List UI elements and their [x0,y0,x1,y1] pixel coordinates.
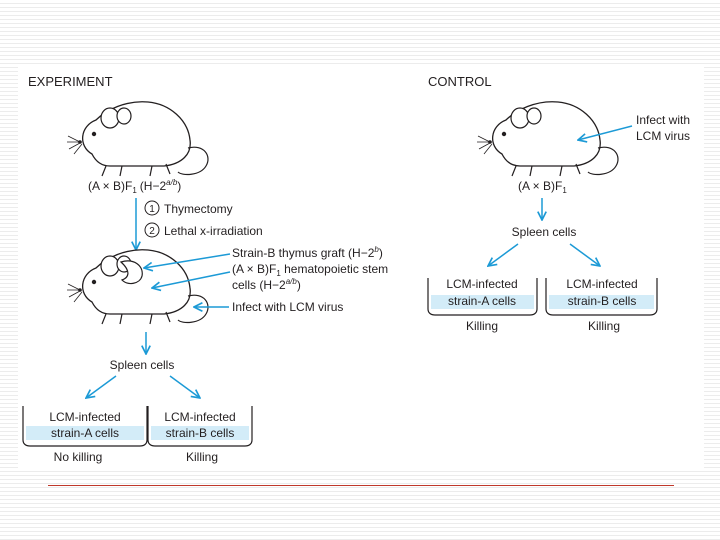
experiment-header: EXPERIMENT [28,74,113,89]
control-dish-b [545,278,658,316]
graft-line-1: Strain-B thymus graft (H−2b) [232,245,383,260]
experiment-result-b: Killing [186,450,218,464]
step2-number: 2 [149,226,155,237]
experiment-mouse-label: (A × B)F1(H−2a/b) [88,178,181,195]
control-spleen-cells: Spleen cells [512,225,577,239]
footer-rule [48,485,674,486]
step1-number: 1 [149,204,155,215]
experiment-dish-a-line2: strain-A cells [51,426,119,440]
thymus-graft [119,260,143,285]
experiment-arrow-right [169,375,200,398]
experiment-dish-a [22,406,148,447]
experiment-arrow-left [86,375,117,398]
control-dish-a-line1: LCM-infected [446,277,517,291]
experiment-dish-b-line1: LCM-infected [164,410,235,424]
figure-panel: EXPERIMENT (A × B)F1(H−2a/b) 1 Thymectom… [18,66,704,470]
graft-arrow [144,253,231,268]
control-result-b: Killing [588,319,620,333]
control-dish-b-line2: strain-B cells [568,294,637,308]
control-arrow-right [569,243,600,266]
control-infect-line1: Infect with [636,113,690,127]
experiment-spleen-cells: Spleen cells [110,358,175,372]
control-arrow-left [488,243,519,266]
control-mouse [476,101,619,177]
control-infect-line2: LCM virus [636,129,690,143]
control-result-a: Killing [466,319,498,333]
diagram: EXPERIMENT (A × B)F1(H−2a/b) 1 Thymectom… [22,74,690,464]
control-header: CONTROL [428,74,492,89]
control-dish-b-line1: LCM-infected [566,277,637,291]
experiment-result-a: No killing [54,450,103,464]
step2-text: Lethal x-irradiation [164,224,263,238]
control-dish-a-line2: strain-A cells [448,294,516,308]
control-infect-arrow [578,125,633,140]
step1-circle [144,200,160,216]
control-dish-a [427,278,538,316]
graft-line-2: (A × B)F1 hematopoietic stem [232,262,388,278]
control-mouse-label: (A × B)F1 [518,179,567,195]
experiment-infect-text: Infect with LCM virus [232,300,343,314]
experiment-dish-a-line1: LCM-infected [49,410,120,424]
stem-cell-arrow [152,271,231,288]
experiment-dish-b [147,406,253,447]
step1-text: Thymectomy [164,202,233,216]
step2-circle [144,222,160,238]
experiment-mouse-1 [66,101,209,177]
graft-line-3: cells (H−2a/b) [232,277,301,292]
experiment-dish-b-line2: strain-B cells [166,426,235,440]
